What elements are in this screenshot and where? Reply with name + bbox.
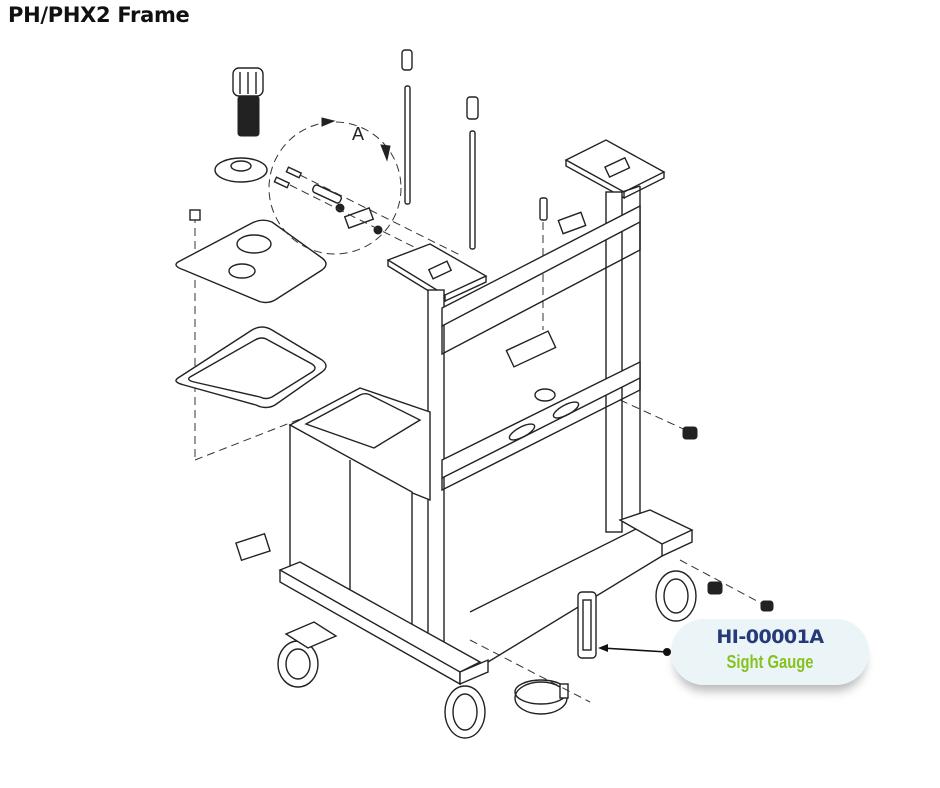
sight-gauge-part [577,591,597,659]
rod-parts [401,49,587,330]
part-name: Sight Gauge [726,652,814,672]
fitting-parts [619,399,774,612]
handle-part [235,532,271,562]
part-number: HI-00001A [716,626,824,648]
gasket-frame-part [175,326,327,409]
top-plate-right [564,139,666,200]
sight-gauge-callout[interactable]: HI-00001A Sight Gauge [671,619,869,685]
page-title: PH/PHX2 Frame [8,3,190,27]
clamp-band-part [469,639,591,715]
flange-washer-part [214,157,268,183]
top-plate-left [386,243,488,303]
caster-wheels [277,570,697,739]
callout-leader-arrow [598,644,671,656]
cross-bars [441,204,641,492]
frame-base [278,509,694,686]
detail-a-callout: A [268,117,461,271]
detail-a-label: A [352,124,364,144]
filler-cap-part [232,67,264,137]
cover-plate-part [175,209,327,460]
frame-uprights [427,185,641,647]
